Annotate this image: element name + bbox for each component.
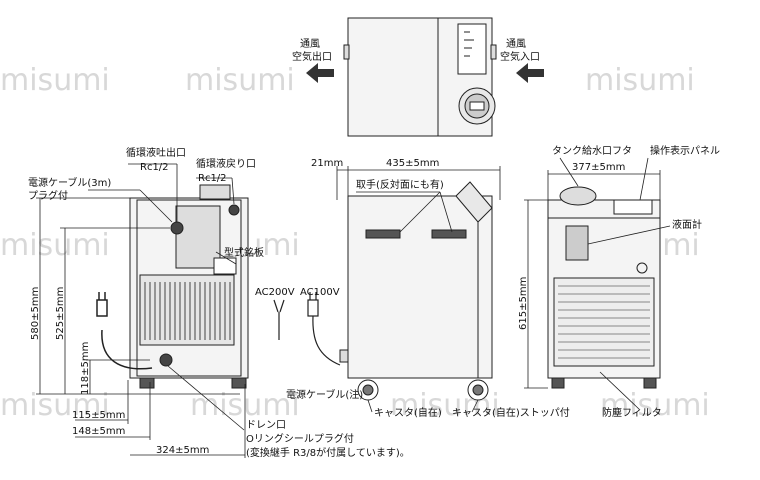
filter-hatching xyxy=(558,285,650,359)
side-power-cable-label: 電源ケーブル(注) xyxy=(286,388,363,401)
rear-grille-upper xyxy=(175,205,221,269)
dim-height-label: 580±5mm xyxy=(30,287,41,340)
front-view xyxy=(547,186,661,389)
ac-plugs xyxy=(273,292,341,366)
side-view-body xyxy=(347,195,493,379)
power-cable-label-1: 電源ケーブル(3m) xyxy=(28,176,111,189)
dim-615-label: 615±5mm xyxy=(518,277,529,330)
handle-left xyxy=(365,229,401,239)
rear-grille-lower xyxy=(139,274,235,346)
dim-21-label: 21mm xyxy=(311,158,343,169)
ac200-label: AC200V xyxy=(255,287,295,298)
front-leaders xyxy=(524,157,671,411)
inlet-label-1: 通風 xyxy=(506,38,526,50)
dim-324-label: 324±5mm xyxy=(156,445,209,456)
return-port-label-1: 循環液戻り口 xyxy=(196,157,256,170)
top-view xyxy=(343,17,497,137)
outlet-label-2: 空気出口 xyxy=(292,50,332,63)
dim-148-label: 148±5mm xyxy=(72,426,125,437)
return-port-label-2: Rc1/2 xyxy=(198,173,227,184)
outlet-port xyxy=(170,221,184,235)
drain-label-3: (変換継手 R3/8が付属しています)。 xyxy=(246,446,410,459)
dim-377-label: 377±5mm xyxy=(572,162,625,173)
tank-cap-rear xyxy=(199,184,231,200)
caster-label: キャスタ(自在) xyxy=(374,406,442,419)
arrow-left-icon xyxy=(306,63,334,83)
dust-filter xyxy=(553,277,655,367)
side-view xyxy=(339,181,493,401)
side-leaders xyxy=(336,166,501,413)
handle-right xyxy=(431,229,467,239)
nameplate xyxy=(213,257,237,275)
tank-cap-label: タンク給水口フタ xyxy=(552,144,632,157)
top-view-tab-right xyxy=(490,44,497,60)
watermark-text: misumi xyxy=(185,63,295,98)
outlet-label-1: 通風 xyxy=(300,38,320,50)
arrow-left-icon xyxy=(516,63,544,83)
handle-label: 取手(反対面にも有) xyxy=(356,178,444,191)
watermark-text: misumi xyxy=(600,388,710,423)
tank-cap-front xyxy=(559,186,597,206)
return-port xyxy=(228,204,240,216)
rear-power-cable xyxy=(96,292,153,370)
dim-118-label: 118±5mm xyxy=(80,342,91,395)
top-view-tab-left xyxy=(343,44,350,60)
watermark-text: misumi xyxy=(0,228,110,263)
filter-label: 防塵フィルタ xyxy=(602,406,662,419)
dim-435-label: 435±5mm xyxy=(386,158,439,169)
watermark-text: misumi xyxy=(0,63,110,98)
inlet-label-2: 空気入口 xyxy=(500,50,540,63)
control-panel-top xyxy=(457,23,487,75)
dim-525-label: 525±5mm xyxy=(55,287,66,340)
drain-label-1: ドレン口 xyxy=(246,420,286,431)
drain-port xyxy=(159,353,173,367)
rear-hatching xyxy=(144,282,231,340)
dim-115-label: 115±5mm xyxy=(72,410,125,421)
nameplate-label: 型式銘板 xyxy=(224,246,264,259)
watermark-text: misumi xyxy=(585,63,695,98)
outlet-port-label-2: Rc1/2 xyxy=(140,162,169,173)
panel-label: 操作表示パネル xyxy=(650,144,720,157)
ac100-label: AC100V xyxy=(300,287,340,298)
control-panel-front xyxy=(613,199,653,215)
rear-leaders xyxy=(36,163,246,458)
level-gauge-label: 液面計 xyxy=(672,218,702,231)
level-gauge xyxy=(565,225,589,261)
drain-label-2: Oリングシールプラグ付 xyxy=(246,432,354,445)
tank-cap-side xyxy=(455,181,493,223)
outlet-port-label-1: 循環液吐出口 xyxy=(126,146,186,159)
caster-stopper-label: キャスタ(自在)ストッパ付 xyxy=(452,406,570,419)
power-cable-label-2: プラグ付 xyxy=(28,189,68,202)
